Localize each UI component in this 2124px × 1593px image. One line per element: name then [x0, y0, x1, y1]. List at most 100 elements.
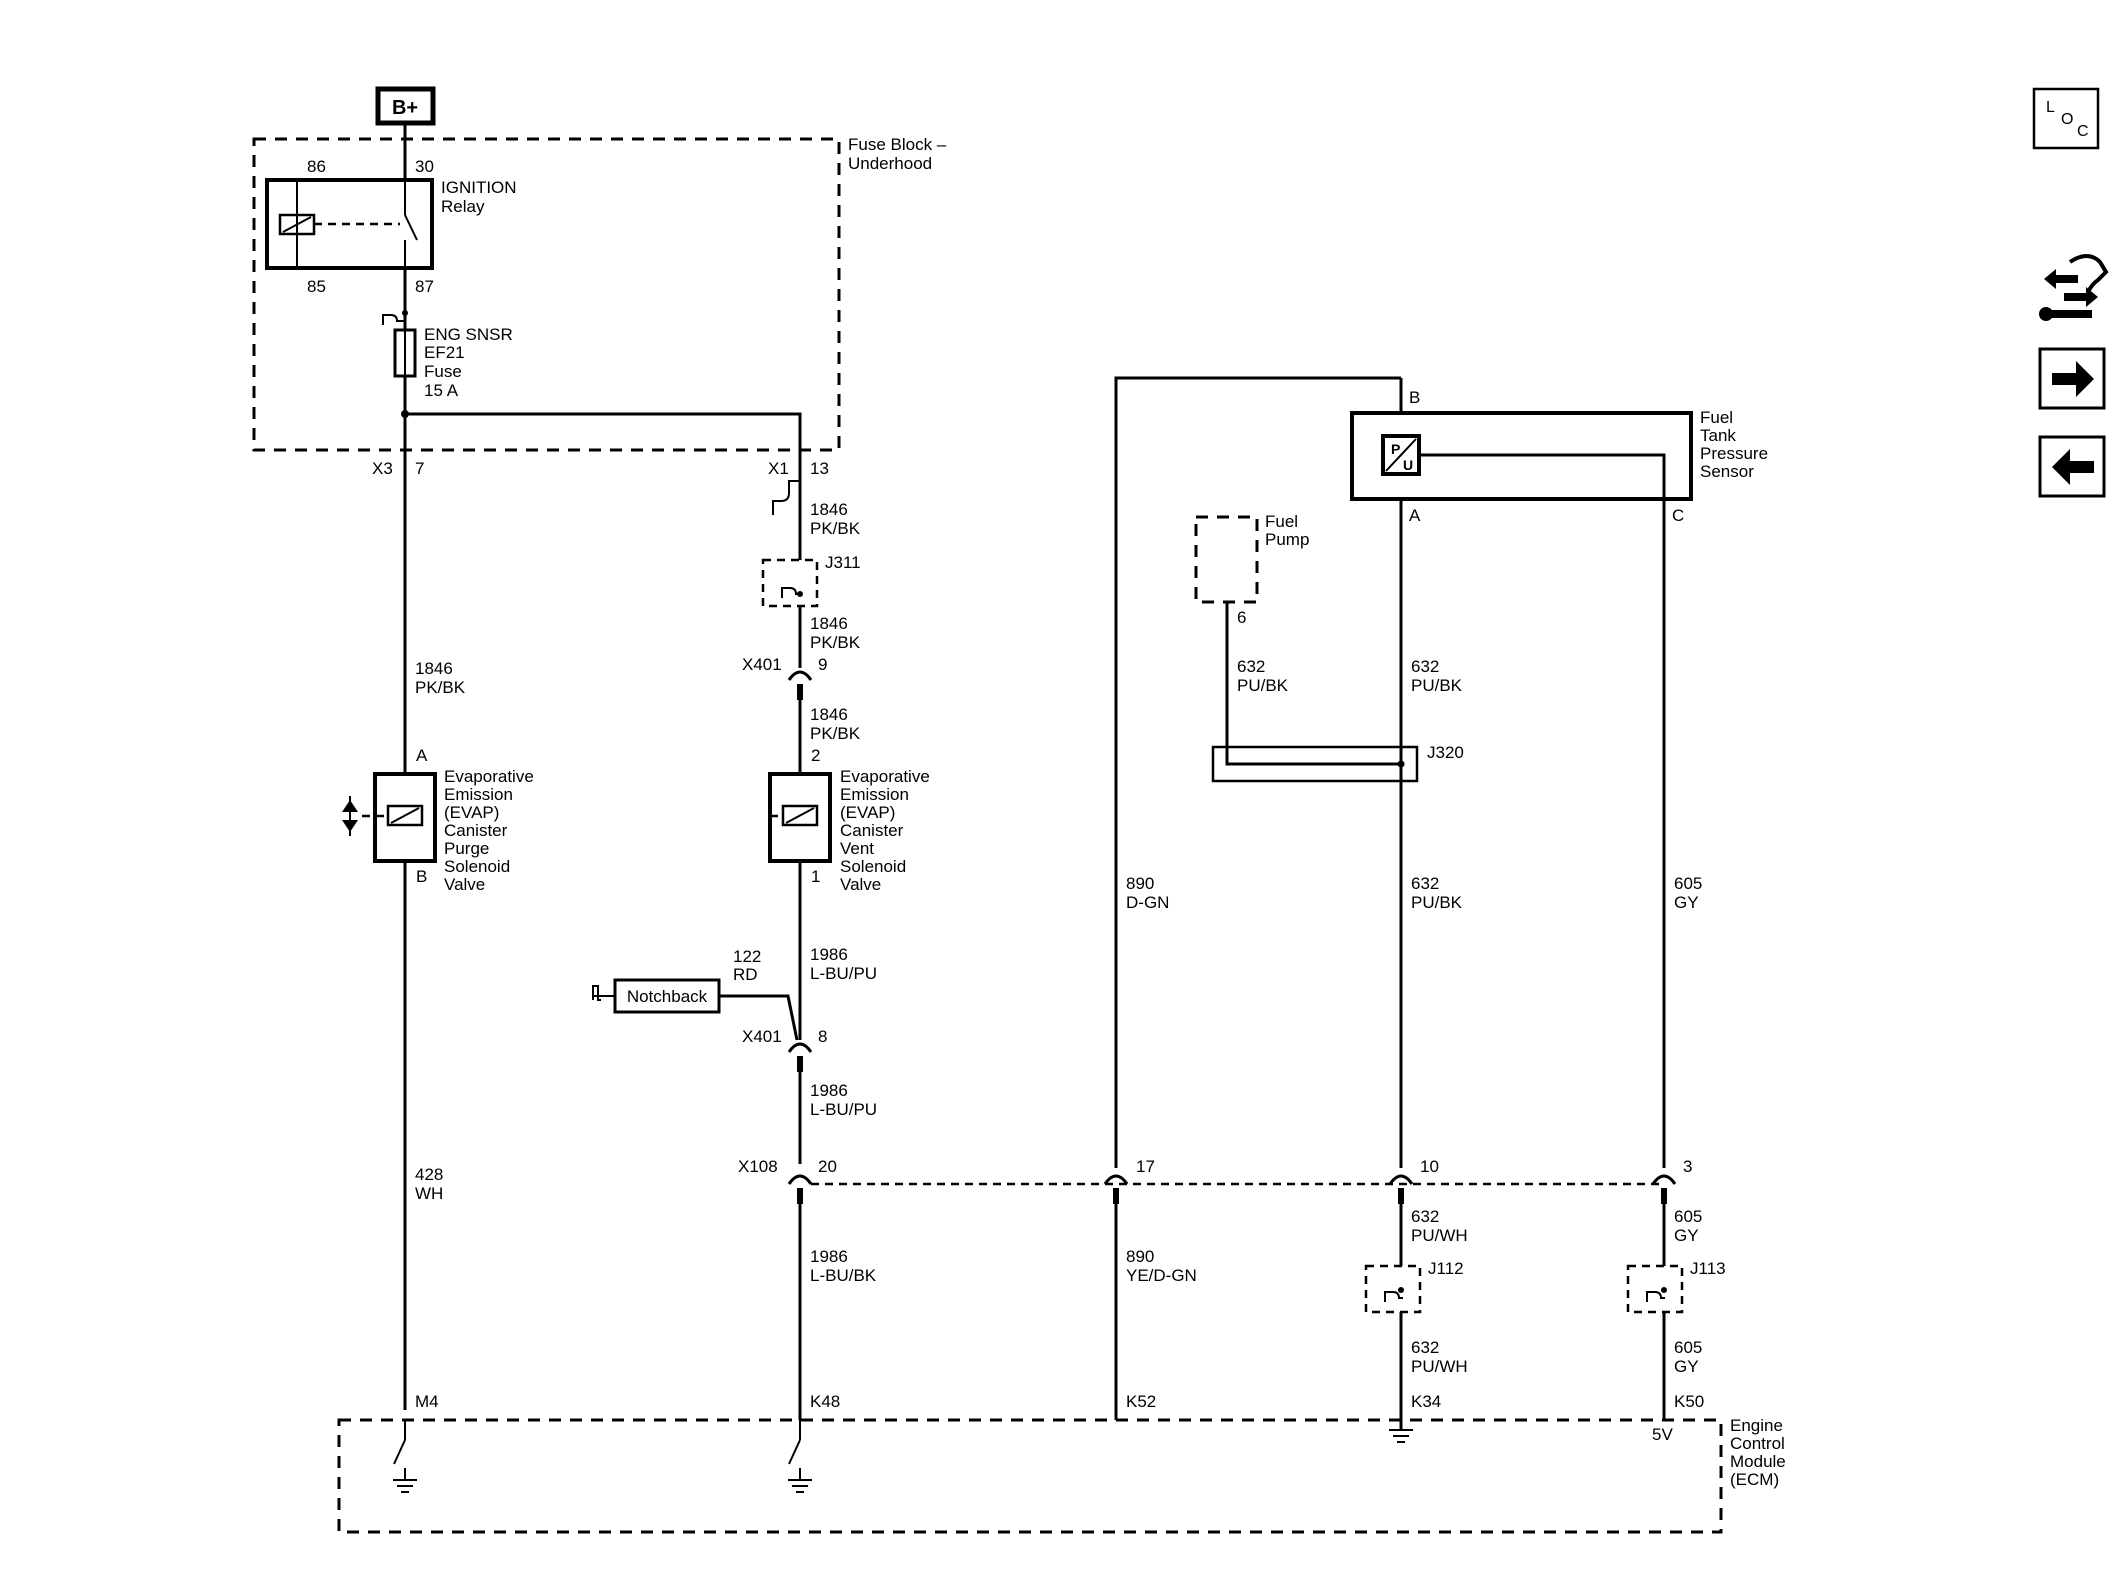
connector-name: X401: [742, 1027, 782, 1046]
ecm-label: Engine: [1730, 1416, 1783, 1435]
wire-number: 122: [733, 947, 761, 966]
connector-x1: X1: [768, 459, 789, 478]
vent-label: Vent: [840, 839, 874, 858]
relay-label-2: Relay: [441, 197, 485, 216]
wire-number: 632: [1411, 1338, 1439, 1357]
splice-label: J113: [1690, 1259, 1726, 1278]
wire-color: PK/BK: [810, 724, 861, 743]
fuel-pump-label: Fuel: [1265, 512, 1298, 531]
wire-number: 890: [1126, 1247, 1154, 1266]
branch-wire: [405, 412, 802, 450]
location-button[interactable]: L O C: [2032, 87, 2100, 150]
battery-positive-terminal: B+: [375, 86, 436, 126]
vent-label: Solenoid: [840, 857, 906, 876]
vent-label: Evaporative: [840, 767, 930, 786]
location-glyph-o: O: [2061, 111, 2073, 128]
wire-number: 428: [415, 1165, 443, 1184]
evap-purge-solenoid: A B Evaporative Emission (EVAP) Canister…: [342, 746, 534, 894]
x1-connector-symbol: [772, 480, 800, 515]
wire-color: GY: [1674, 893, 1699, 912]
fuse-label: ENG SNSR: [424, 325, 513, 344]
sensor-u-glyph: U: [1403, 457, 1413, 473]
splice-label: J311: [825, 553, 861, 572]
wire-number: 605: [1674, 1338, 1702, 1357]
x108-pin-20: 20: [787, 1157, 837, 1204]
relay-pin-30: 30: [415, 157, 434, 176]
fuse-label-4: 15 A: [424, 381, 459, 400]
fuel-pump-label: Pump: [1265, 530, 1309, 549]
connector-pin: 17: [1136, 1157, 1155, 1176]
ecm-label: Control: [1730, 1434, 1785, 1453]
x108-pin-17: 17: [1103, 1157, 1155, 1204]
ignition-relay: 86 30 85 87 IGNITION Relay: [265, 157, 517, 296]
connector-x401-top: X401 9: [742, 655, 827, 700]
ecm-pin-k52: K52: [1126, 1392, 1156, 1411]
wire-number: 632: [1411, 1207, 1439, 1226]
wire-number: 632: [1237, 657, 1265, 676]
ecm-5v-label: 5V: [1652, 1425, 1673, 1444]
wire-number: 1986: [810, 1081, 848, 1100]
wire-color: PK/BK: [415, 678, 466, 697]
wire-number: 1846: [810, 614, 848, 633]
wire-890-upper: [1114, 376, 1401, 1168]
sensor-label: Tank: [1700, 426, 1736, 445]
wire-number: 890: [1126, 874, 1154, 893]
connector-x1-pin: 13: [810, 459, 829, 478]
wire-color: L-BU/PU: [810, 1100, 877, 1119]
wire-color: PU/BK: [1237, 676, 1289, 695]
purge-label: Purge: [444, 839, 489, 858]
wire-color: GY: [1674, 1357, 1699, 1376]
relay-pin-86: 86: [307, 157, 326, 176]
location-glyph-l: L: [2046, 99, 2055, 116]
purge-label: Evaporative: [444, 767, 534, 786]
ecm-low-side-driver-k48: [788, 1420, 812, 1493]
sensor-pin-b: B: [1409, 388, 1420, 407]
connector-x3-pin: 7: [415, 459, 424, 478]
sensor-pin-a: A: [1409, 506, 1421, 525]
ecm-label: Module: [1730, 1452, 1786, 1471]
ecm-pin-k34: K34: [1411, 1392, 1441, 1411]
fuel-pump-pin: 6: [1237, 608, 1246, 627]
connector-x3: X3: [372, 459, 393, 478]
connector-pin: 9: [818, 655, 827, 674]
connector-pin: 8: [818, 1027, 827, 1046]
splice-j311: J311: [761, 553, 861, 608]
eng-snsr-fuse: ENG SNSR EF21 Fuse 15 A: [382, 268, 513, 414]
connector-pin: 3: [1683, 1157, 1692, 1176]
wire-number: 1846: [415, 659, 453, 678]
wire-color: PK/BK: [810, 519, 861, 538]
wire-color: D-GN: [1126, 893, 1169, 912]
purge-label: Valve: [444, 875, 485, 894]
wire-color: L-BU/PU: [810, 964, 877, 983]
splice-j112: J112: [1364, 1259, 1464, 1314]
connector-x401-bottom: X401 8: [742, 1027, 827, 1072]
ecm-label: (ECM): [1730, 1470, 1779, 1489]
purge-label: (EVAP): [444, 803, 499, 822]
fuse-label-2: EF21: [424, 343, 465, 362]
sensor-label: Fuel: [1700, 408, 1733, 427]
ecm-low-side-driver-m4: [393, 1420, 417, 1493]
location-glyph-c: C: [2077, 123, 2089, 140]
wire-number: 1986: [810, 945, 848, 964]
vent-label: Emission: [840, 785, 909, 804]
fuse-block-label-2: Underhood: [848, 154, 932, 173]
evap-vent-solenoid: 2 1 Evaporative Emission (EVAP) Canister…: [768, 746, 930, 894]
wire-color: PK/BK: [810, 633, 861, 652]
connector-pin: 20: [818, 1157, 837, 1176]
sensor-p-glyph: P: [1391, 441, 1400, 457]
vent-label: Valve: [840, 875, 881, 894]
arrow-right-icon[interactable]: [2038, 347, 2106, 410]
ecm-pin-k48: K48: [810, 1392, 840, 1411]
tools-icon[interactable]: [2039, 254, 2109, 321]
sensor-label: Sensor: [1700, 462, 1754, 481]
relay-pin-87: 87: [415, 277, 434, 296]
wire-color: L-BU/BK: [810, 1266, 877, 1285]
splice-j320: J320: [1211, 743, 1464, 783]
wire-color: PU/WH: [1411, 1226, 1468, 1245]
ecm-pin-m4: M4: [415, 1392, 439, 1411]
ecm-ground-k34: [1389, 1429, 1413, 1443]
arrow-left-icon[interactable]: [2038, 435, 2106, 498]
ecm-pin-k50: K50: [1674, 1392, 1704, 1411]
vent-pin-2: 2: [811, 746, 820, 765]
